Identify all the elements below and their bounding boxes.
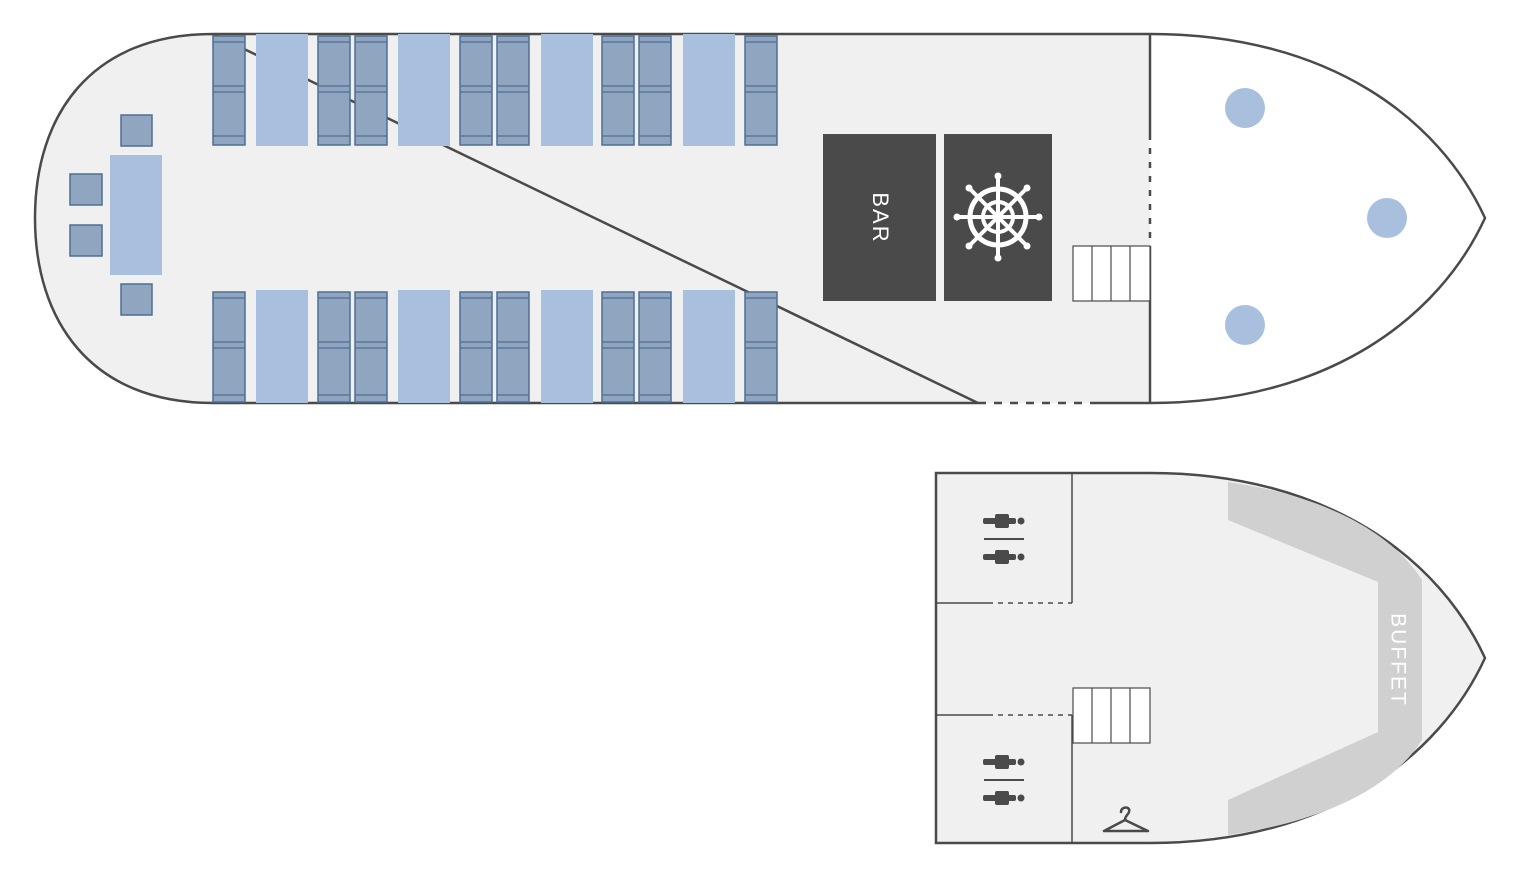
bench-seat xyxy=(638,35,672,146)
stern-table xyxy=(110,155,162,275)
seating-rows xyxy=(212,34,778,403)
table xyxy=(541,290,593,403)
table xyxy=(683,34,735,146)
upper-deck-hull xyxy=(33,32,1487,405)
upper-deck: BAR xyxy=(33,32,1487,405)
bench-seat xyxy=(459,291,493,403)
stern-chair xyxy=(69,224,103,257)
restroom-icon xyxy=(983,755,1025,805)
upper-deck-saloon-floor xyxy=(35,34,1150,403)
bench-seat xyxy=(317,291,351,403)
table xyxy=(398,34,450,146)
stairs-icon xyxy=(1072,245,1151,302)
stern-chair xyxy=(69,173,103,206)
bench-seat xyxy=(459,35,493,146)
lower-deck: BUFFET xyxy=(934,471,1487,845)
table xyxy=(256,290,308,403)
bench-seat xyxy=(354,35,388,146)
bow-post xyxy=(1225,88,1265,128)
restroom-icon xyxy=(983,514,1025,564)
buffet-counter xyxy=(1228,482,1422,835)
bench-seat xyxy=(354,291,388,403)
ship-wheel-icon xyxy=(953,172,1043,262)
buffet-label: BUFFET xyxy=(1386,613,1409,707)
bow-post xyxy=(1367,198,1407,238)
bar-counter xyxy=(823,134,936,301)
upper-deck-bow xyxy=(1150,34,1485,403)
bow-post xyxy=(1225,305,1265,345)
bench-seat xyxy=(744,35,778,146)
bench-seat xyxy=(638,291,672,403)
table xyxy=(256,34,308,146)
stern-chair xyxy=(120,114,153,147)
stairs-icon xyxy=(1072,687,1151,744)
bench-seat xyxy=(601,35,635,146)
bench-seat xyxy=(212,291,246,403)
bench-seat xyxy=(317,35,351,146)
bench-seat xyxy=(744,291,778,403)
coat-hanger-icon xyxy=(1102,806,1150,833)
table xyxy=(683,290,735,403)
table xyxy=(541,34,593,146)
bench-seat xyxy=(496,291,530,403)
bench-seat xyxy=(496,35,530,146)
bench-seat xyxy=(601,291,635,403)
bar-label: BAR xyxy=(868,192,893,243)
table xyxy=(398,290,450,403)
bench-seat xyxy=(212,35,246,146)
stern-chair xyxy=(120,283,153,316)
